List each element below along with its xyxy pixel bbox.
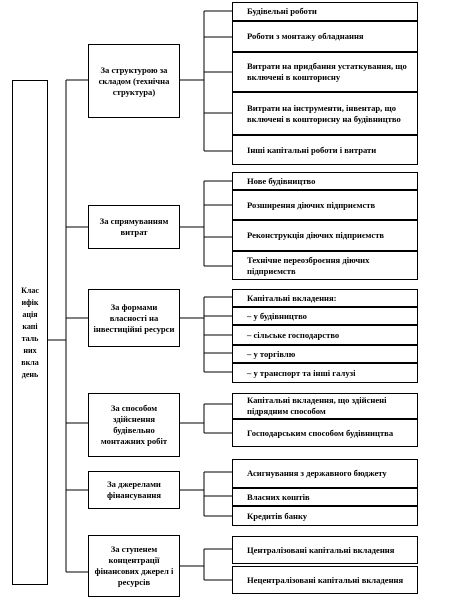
item-bank-credits: Кредитів банку — [232, 506, 418, 526]
item-trade: – у торгівлю — [232, 345, 418, 363]
item-capital-investments-header: Капітальні вкладення: — [232, 289, 418, 307]
item-transport: – у транспорт та інші галузі — [232, 363, 418, 383]
category-direction: За спрямуванням витрат — [88, 205, 180, 249]
item-new-construction: Нове будівництво — [232, 172, 418, 190]
category-structure: За структурою за складом (технічна струк… — [88, 44, 180, 118]
item-decentralized: Нецентралізовані капітальні вкладення — [232, 566, 418, 594]
category-label: За формами власності на інвестиційні рес… — [93, 301, 175, 334]
item-contract-method: Капітальні вкладення, що здійснені підря… — [232, 393, 418, 419]
root-label: Класифікація капітальних вкладень — [21, 285, 39, 379]
category-label: За ступенем концентрації фінансових джер… — [94, 544, 174, 587]
category-funding-sources: За джерелами фінансування — [88, 471, 180, 509]
item-economic-method: Господарським способом будівництва — [232, 419, 418, 447]
item-expansion: Розширення діючих підприємств — [232, 190, 418, 220]
item-installation-works: Роботи з монтажу обладнання — [232, 21, 418, 52]
category-label: За спрямуванням витрат — [99, 216, 169, 237]
item-reconstruction: Реконструкція діючих підприємств — [232, 220, 418, 251]
category-implementation-method: За способом здійснення будівельно монтаж… — [88, 393, 180, 457]
category-ownership-forms: За формами власності на інвестиційні рес… — [88, 289, 180, 347]
item-agriculture: – сільське господарство — [232, 325, 418, 345]
category-concentration-degree: За ступенем концентрації фінансових джер… — [88, 535, 180, 597]
item-own-funds: Власних коштів — [232, 488, 418, 506]
category-label: За способом здійснення будівельно монтаж… — [100, 403, 168, 446]
category-label: За джерелами фінансування — [106, 479, 162, 500]
item-equipment-costs: Витрати на придбання устаткування, що вк… — [232, 52, 418, 92]
category-label: За структурою за складом (технічна струк… — [98, 64, 170, 97]
item-other-capital-costs: Інші капітальні роботи і витрати — [232, 135, 418, 165]
item-state-budget: Асигнування з державного бюджету — [232, 459, 418, 488]
item-in-construction: – у будівництво — [232, 307, 418, 325]
item-technical-reequipment: Технічне переозброєння діючих підприємст… — [232, 251, 418, 280]
root-box: Класифікація капітальних вкладень — [12, 80, 48, 585]
item-centralized: Централізовані капітальні вкладення — [232, 536, 418, 564]
item-tools-costs: Витрати на інструменти, інвентар, що вкл… — [232, 92, 418, 135]
item-construction-works: Будівельні роботи — [232, 2, 418, 21]
